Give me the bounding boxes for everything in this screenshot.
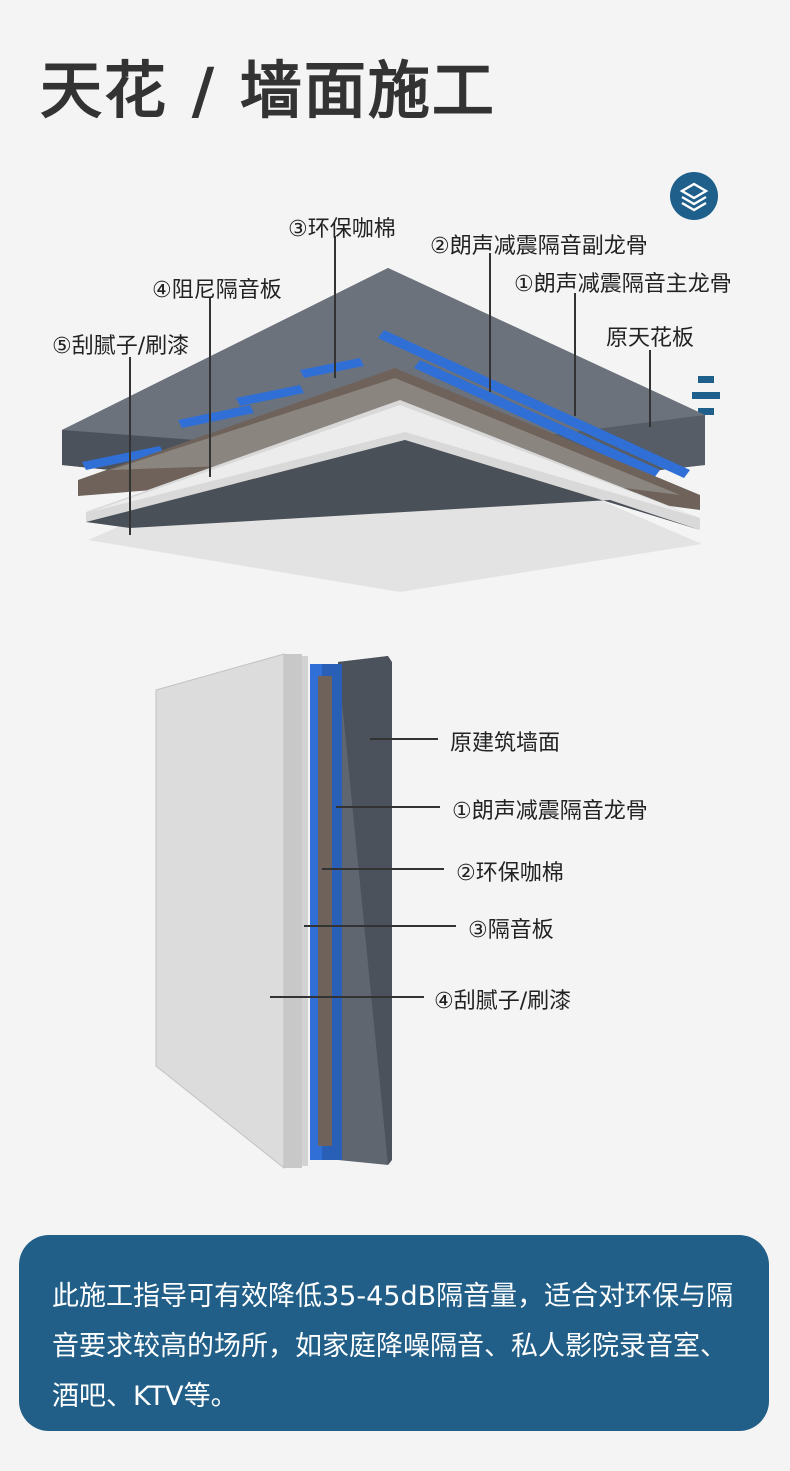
wall-cotton xyxy=(318,676,332,1146)
page-title: 天花 / 墙面施工 xyxy=(40,54,496,127)
wall-label-cotton: ②环保咖棉 xyxy=(456,861,564,886)
wall-finish-panel xyxy=(156,654,284,1168)
ceiling-label-sub-keel: ②朗声减震隔音副龙骨 xyxy=(430,234,648,259)
layers-icon[interactable] xyxy=(670,172,718,220)
wall-label-board: ③隔音板 xyxy=(468,918,554,943)
ceiling-leaders xyxy=(129,236,651,535)
ceiling-label-cotton: ③环保咖棉 xyxy=(288,217,396,242)
wall-diagram xyxy=(155,653,456,1170)
wall-board xyxy=(300,656,308,1166)
wall-label-finish: ④刮腻子/刷漆 xyxy=(434,989,572,1014)
menu-icon[interactable] xyxy=(692,376,720,416)
ceiling-diagram xyxy=(62,236,705,592)
ceiling-label-finish: ⑤刮腻子/刷漆 xyxy=(52,334,190,359)
ceiling-label-damping-board: ④阻尼隔音板 xyxy=(152,278,282,303)
ceiling-label-original: 原天花板 xyxy=(606,326,695,351)
wall-leaders xyxy=(270,738,456,998)
info-box xyxy=(19,1235,769,1431)
wall-label-keel: ①朗声减震隔音龙骨 xyxy=(452,799,648,824)
ceiling-label-main-keel: ①朗声减震隔音主龙骨 xyxy=(514,272,732,297)
info-text: 此施工指导可有效降低35-45dB隔音量，适合对环保与隔音要求较高的场所，如家庭… xyxy=(52,1281,734,1412)
keel-rails xyxy=(82,330,690,478)
wall-label-original: 原建筑墙面 xyxy=(450,731,561,756)
